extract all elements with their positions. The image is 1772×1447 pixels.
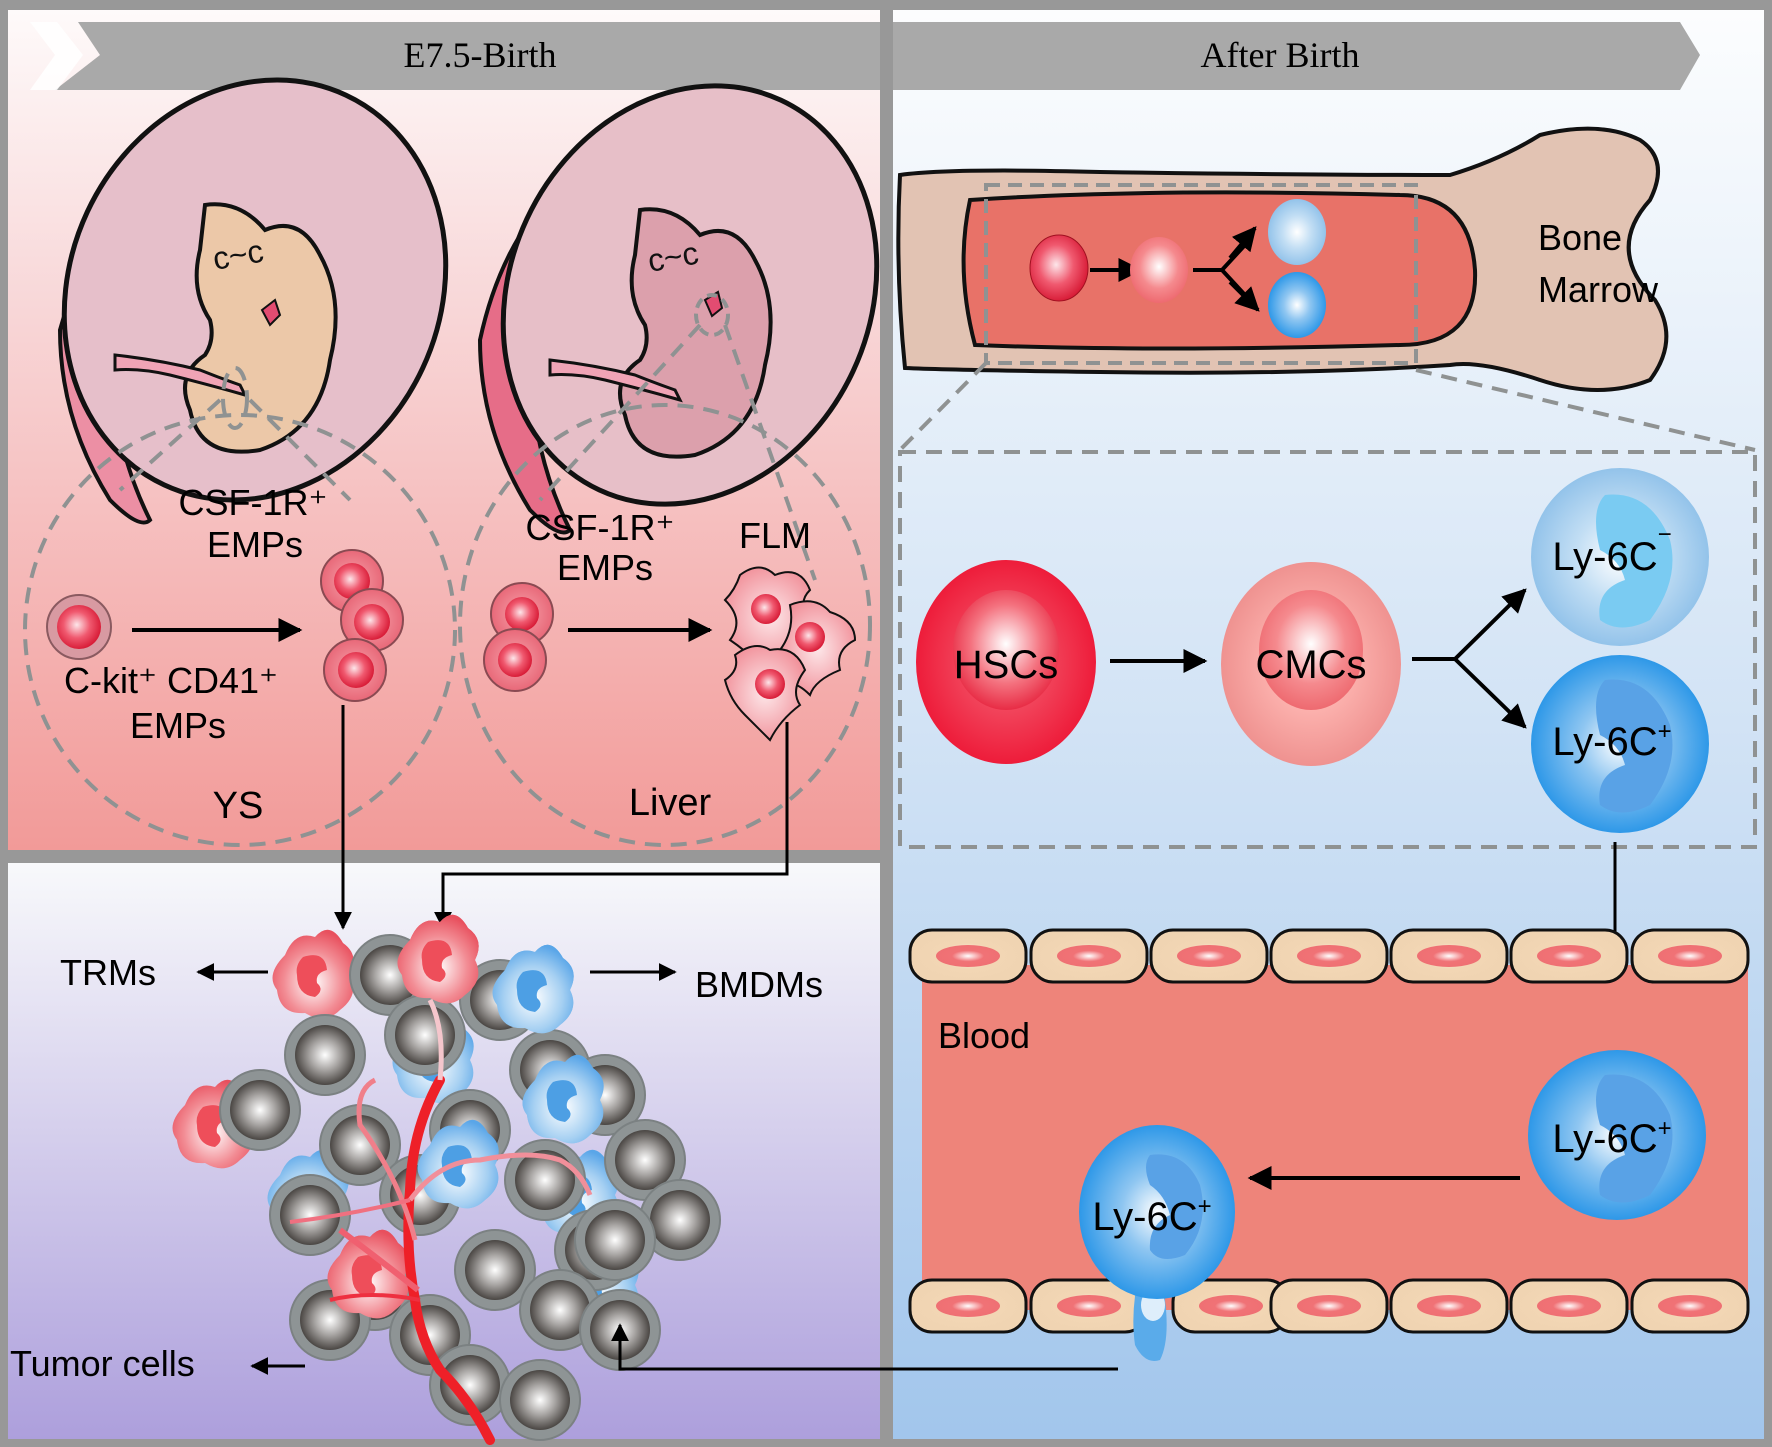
trm-label: TRMs — [60, 952, 156, 993]
tumor-blood-vessel — [289, 998, 593, 1445]
bone-illustration — [896, 126, 1669, 392]
tumor-cells-label: Tumor cells — [10, 1343, 195, 1384]
trm-macrophage — [397, 914, 479, 1004]
csf1r-emp-cluster-liver — [483, 582, 554, 692]
embryo-icon-ys: c~c — [57, 77, 449, 525]
endothelial-cell — [1509, 928, 1629, 984]
monocyte-to-bmdm-arrow — [611, 1323, 1118, 1371]
endothelial-cell — [1630, 928, 1750, 984]
endothelial-cell — [1269, 928, 1389, 984]
hsc-label: HSCs — [954, 643, 1058, 687]
tumor-mass — [172, 914, 721, 1445]
extravasating-monocyte — [1079, 1125, 1235, 1361]
liver-source-label: CSF-1R⁺ EMPs — [525, 507, 684, 588]
liver-zoom-callout — [458, 323, 872, 847]
blood-label: Blood — [938, 1015, 1030, 1056]
endothelial-cell — [1389, 1278, 1509, 1334]
timeline-label-embryonic: E7.5-Birth — [404, 35, 557, 75]
hsc-cell — [916, 560, 1096, 764]
ly6c-positive-monocyte-marrow — [1531, 655, 1709, 833]
ly6c-positive-monocyte-blood — [1528, 1050, 1706, 1220]
ly6c-positive-label-extravasating: Ly-6C+ — [1092, 1193, 1211, 1239]
endothelium-bottom — [908, 1278, 1750, 1334]
cmc-label: CMCs — [1255, 643, 1366, 687]
cmc-cell — [1221, 562, 1401, 766]
branch-down-arrow — [1453, 657, 1527, 729]
fetal-liver-macrophages — [723, 566, 857, 742]
ly6c-negative-monocyte — [1531, 468, 1709, 646]
ly6c-positive-label-blood: Ly-6C+ — [1552, 1115, 1671, 1161]
tumor-cell — [429, 1344, 511, 1426]
tumor-cell — [319, 1104, 401, 1186]
tumor-cell — [284, 1014, 366, 1096]
endothelial-cell — [908, 1278, 1028, 1334]
ly6c-positive-label-marrow: Ly-6C+ — [1552, 718, 1671, 764]
bone-marrow-zoom-callout — [898, 361, 1757, 849]
liver-target-label: FLM — [739, 515, 811, 556]
ys-target-label: CSF-1R⁺ EMPs — [178, 482, 337, 565]
csf1r-emp-cluster-ys — [320, 549, 404, 702]
bmdm-label: BMDMs — [695, 964, 823, 1005]
c-kit-cd41-emp-cell — [46, 594, 112, 660]
bone-marrow-label: Bone Marrow — [1538, 217, 1659, 310]
endothelial-cell — [1630, 1278, 1750, 1334]
tumor-cell — [454, 1229, 536, 1311]
endothelial-cell — [1269, 1278, 1389, 1334]
tumor-cell — [574, 1199, 656, 1281]
embryo-glyph: c~c — [645, 235, 701, 279]
endothelial-cell — [1509, 1278, 1629, 1334]
endothelial-cell — [908, 928, 1028, 984]
tumor-cell — [499, 1359, 581, 1441]
bmdm-macrophage — [492, 944, 574, 1034]
endothelium-top — [908, 928, 1750, 984]
tumor-cell — [219, 1069, 301, 1151]
ys-site-label: YS — [213, 785, 264, 827]
trm-macrophage — [272, 929, 354, 1019]
ys-zoom-callout — [23, 366, 457, 847]
tumor-cell — [384, 994, 466, 1076]
timeline-label-postnatal: After Birth — [1201, 35, 1360, 75]
endothelial-cell — [1389, 928, 1509, 984]
bmdm-macrophage — [522, 1054, 604, 1144]
timeline-arrow — [30, 10, 1700, 110]
flm-to-trm-arrow — [434, 722, 789, 930]
tumor-cell — [639, 1179, 721, 1261]
tumor-cell — [504, 1139, 586, 1221]
endothelial-cell — [1149, 928, 1269, 984]
ly6c-negative-label: Ly-6C− — [1552, 521, 1671, 579]
branch-up-arrow — [1453, 588, 1527, 661]
embryo-glyph: c~c — [210, 233, 266, 277]
liver-site-label: Liver — [629, 782, 712, 824]
endothelial-cell — [1029, 928, 1149, 984]
ys-source-label: C-kit⁺ CD41⁺ EMPs — [64, 660, 288, 746]
